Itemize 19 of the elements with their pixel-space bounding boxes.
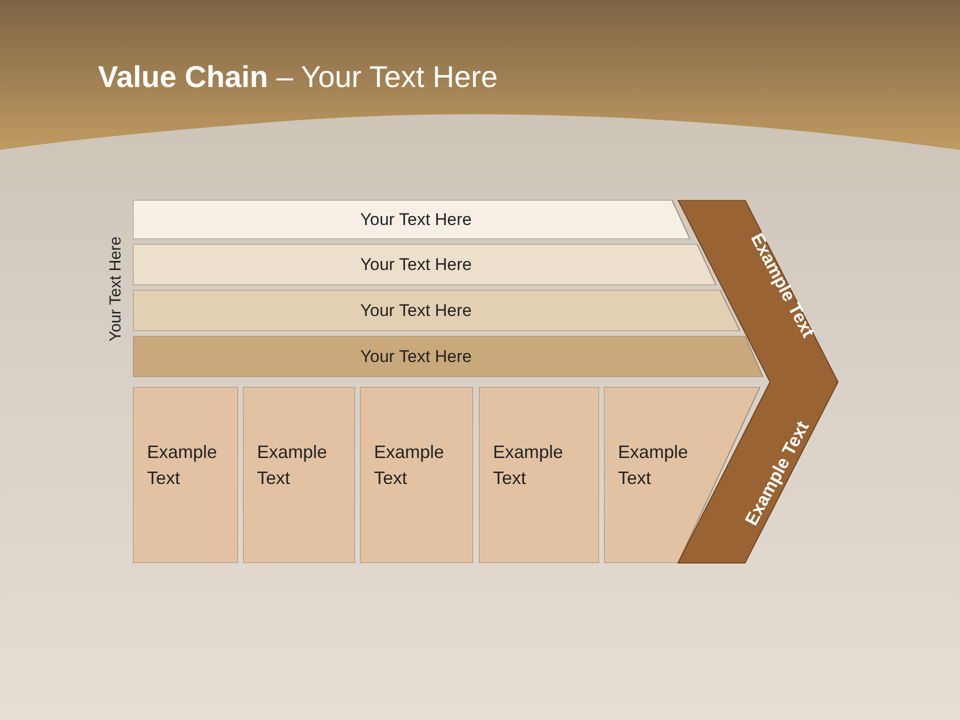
slide-title: Value Chain – Your Text Here bbox=[98, 60, 498, 96]
column-text: Example Text bbox=[147, 441, 218, 490]
activity-column bbox=[360, 387, 473, 563]
column-text: Example Text bbox=[257, 441, 328, 490]
bar-text: Your Text Here bbox=[360, 300, 472, 322]
side-label: Your Text Here bbox=[106, 236, 125, 341]
activity-column bbox=[479, 387, 599, 563]
bar-text: Your Text Here bbox=[360, 254, 472, 276]
column-text: Example Text bbox=[493, 441, 564, 490]
activity-column bbox=[133, 387, 238, 563]
column-text: Example Text bbox=[618, 441, 690, 490]
bar-text: Your Text Here bbox=[360, 346, 472, 368]
activity-column bbox=[243, 387, 355, 563]
activity-bar bbox=[133, 290, 741, 331]
bar-text: Your Text Here bbox=[360, 208, 472, 231]
activity-bar bbox=[133, 200, 691, 239]
column-text: Example Text bbox=[374, 441, 446, 490]
activity-bar bbox=[133, 336, 764, 377]
activity-bar bbox=[133, 244, 717, 285]
